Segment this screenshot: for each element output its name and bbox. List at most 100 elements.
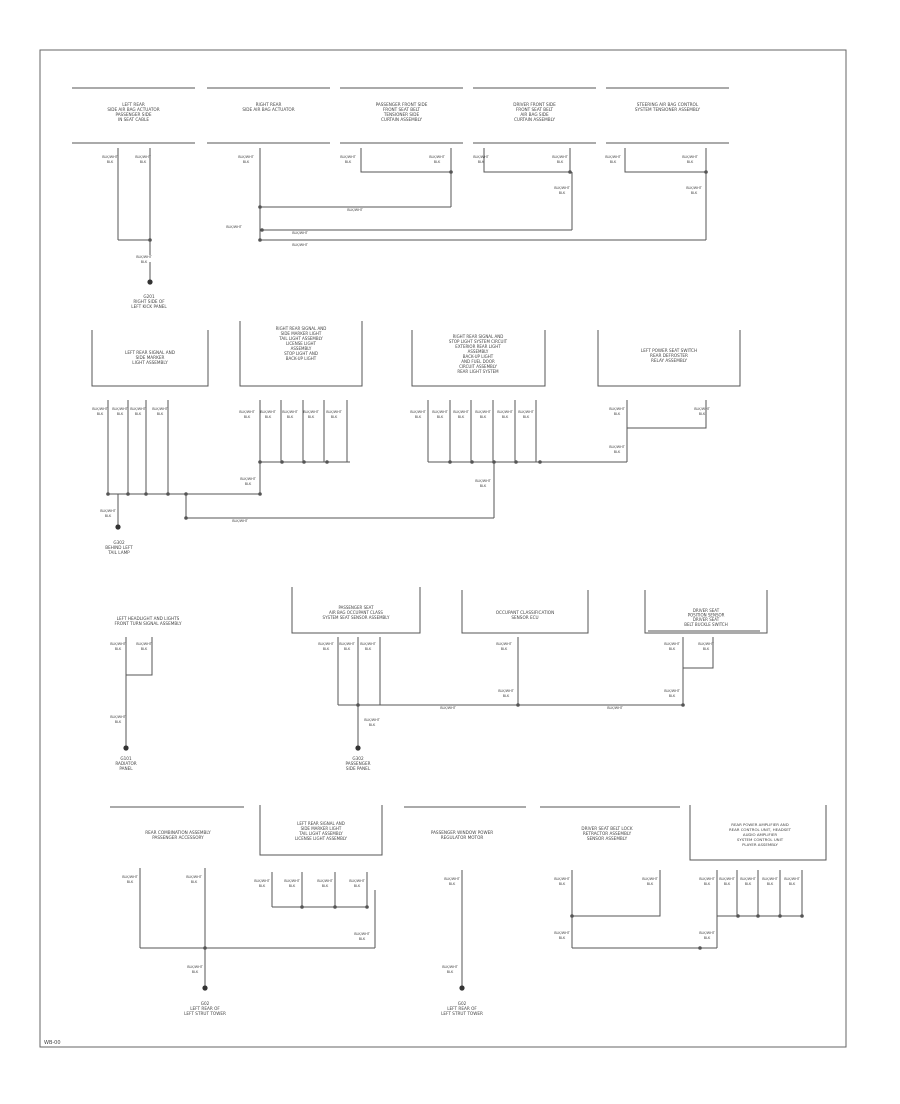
wire-color-label: BLK: [369, 723, 376, 727]
wire-color-label: BLK/WHT: [102, 155, 118, 159]
wire-color-label: BLK/WHT: [326, 410, 342, 414]
component-label: CURTAIN ASSEMBLY: [381, 117, 422, 122]
wire-color-label: BLK: [523, 415, 530, 419]
ground-label: LEFT STRUT TOWER: [184, 1011, 226, 1016]
wire-color-label: BLK: [322, 884, 329, 888]
component-label: LICENSE LIGHT: [286, 341, 317, 346]
wire-color-label: BLK/WHT: [100, 509, 116, 513]
ground-label: LEFT STRUT TOWER: [441, 1011, 483, 1016]
wire-color-label: BLK/WHT: [699, 877, 715, 881]
wire-color-label: BLK/WHT: [719, 877, 735, 881]
wire-color-label: BLK: [480, 484, 487, 488]
wire-color-label: BLK: [449, 882, 456, 886]
wire-color-label: BLK/WHT: [686, 186, 702, 190]
component-label: POSITION SENSOR: [688, 613, 725, 618]
wire-color-label: BLK: [157, 412, 164, 416]
wire-color-label: BLK/WHT: [609, 407, 625, 411]
component-label: STOP LIGHT SYSTEM CIRCUIT: [449, 339, 508, 344]
component-label: LICENSE LIGHT ASSEMBLY: [295, 836, 348, 841]
ground-label: G302: [113, 540, 125, 545]
component-label: SYSTEM SEAT SENSOR ASSEMBLY: [323, 615, 390, 620]
wire-color-label: BLK: [127, 880, 134, 884]
wire-color-label: BLK/WHT: [432, 410, 448, 414]
wire-color-label: BLK/WHT: [442, 965, 458, 969]
wire-color-label: BLK/WHT: [239, 410, 255, 414]
wire-color-label: BLK: [115, 720, 122, 724]
wire-color-label: BLK: [117, 412, 124, 416]
component-label: STOP LIGHT AND: [284, 351, 318, 356]
wire-color-label: BLK/WHT: [284, 879, 300, 883]
component-label: REAR CONTROL UNIT, HEADSET: [729, 827, 792, 832]
component-box: [624, 148, 707, 173]
component-label: CURTAIN ASSEMBLY: [514, 117, 555, 122]
wire-color-label: BLK/WHT: [186, 875, 202, 879]
wire-color-label: BLK: [447, 970, 454, 974]
wire-color-label: BLK/WHT: [554, 877, 570, 881]
wire-color-label: BLK/WHT: [354, 932, 370, 936]
ground-point: [123, 745, 129, 751]
wire-color-label: BLK: [191, 880, 198, 884]
diagram-label: BLK/WHT: [226, 225, 242, 229]
wire-color-label: BLK: [647, 882, 654, 886]
wire-color-label: BLK/WHT: [664, 642, 680, 646]
diagram-label: BLK/WHT: [292, 243, 308, 247]
wire-color-label: BLK: [354, 884, 361, 888]
component-label: OCCUPANT CLASSIFICATION: [496, 610, 554, 615]
component-label: LIGHT ASSEMBLY: [132, 360, 168, 365]
wire-color-label: BLK/WHT: [136, 642, 152, 646]
ground-label: G201: [143, 294, 155, 299]
ground-label: RIGHT SIDE OF: [133, 299, 165, 304]
wire-color-label: BLK/WHT: [694, 407, 710, 411]
wire-color-label: BLK: [287, 415, 294, 419]
component-label: SIDE MARKER LIGHT: [281, 331, 322, 336]
component-label: LEFT HEADLIGHT AND LIGHTS: [117, 616, 180, 621]
component-label: AIR BAG SIDE: [520, 112, 549, 117]
wire-color-label: BLK/WHT: [282, 410, 298, 414]
wire-color-label: BLK: [323, 647, 330, 651]
wire-color-label: BLK/WHT: [110, 642, 126, 646]
wire-color-label: BLK: [331, 415, 338, 419]
component-label: SIDE AIR BAG ACTUATOR: [242, 107, 294, 112]
ground-label: TAIL LAMP: [107, 550, 130, 555]
component-box: [259, 805, 383, 856]
component-label: RIGHT REAR SIGNAL AND: [276, 326, 327, 331]
wire-color-label: BLK/WHT: [340, 155, 356, 159]
component-label: TENSIONER SIDE: [383, 112, 420, 117]
wire-color-label: BLK: [669, 694, 676, 698]
wire-color-label: BLK: [501, 647, 508, 651]
wire-color-label: BLK/WHT: [473, 155, 489, 159]
component-box: [689, 805, 827, 861]
wire-color-label: BLK/WHT: [762, 877, 778, 881]
splice-dot: [258, 205, 262, 209]
splice-dot: [778, 914, 782, 918]
splice-dot: [300, 905, 304, 909]
wire-color-label: BLK/WHT: [518, 410, 534, 414]
ground-label: G02: [201, 1001, 210, 1006]
ground-point: [355, 745, 361, 751]
component-box: [644, 590, 768, 634]
wire-color-label: BLK: [699, 412, 706, 416]
wire-color-label: BLK: [265, 415, 272, 419]
component-label: PASSENGER FRONT SIDE: [376, 102, 428, 107]
wire-color-label: BLK: [687, 160, 694, 164]
component-label: RELAY ASSEMBLY: [651, 358, 688, 363]
wire-color-label: BLK: [767, 882, 774, 886]
ground-label: RADIATOR: [115, 761, 136, 766]
wire-color-label: BLK/WHT: [110, 715, 126, 719]
component-label: FRONT SEAT BELT: [516, 107, 554, 112]
wire-color-label: BLK: [259, 884, 266, 888]
wire-color-label: BLK/WHT: [444, 877, 460, 881]
component-label: CIRCUIT ASSEMBLY: [459, 364, 497, 369]
component-label: SYSTEM CONTROL UNIT: [737, 837, 784, 842]
wire-color-label: BLK/WHT: [112, 407, 128, 411]
wire-color-label: BLK: [345, 160, 352, 164]
wire-color-label: BLK/WHT: [135, 155, 151, 159]
wire-color-label: BLK: [359, 937, 366, 941]
wire-color-label: BLK: [614, 412, 621, 416]
component-label: ASSEMBLY: [291, 346, 312, 351]
wire-color-label: BLK: [141, 647, 148, 651]
diagram-label: BLK/WHT: [440, 706, 456, 710]
wire-color-label: BLK/WHT: [349, 879, 365, 883]
component-label: SIDE AIR BAG ACTUATOR: [107, 107, 159, 112]
